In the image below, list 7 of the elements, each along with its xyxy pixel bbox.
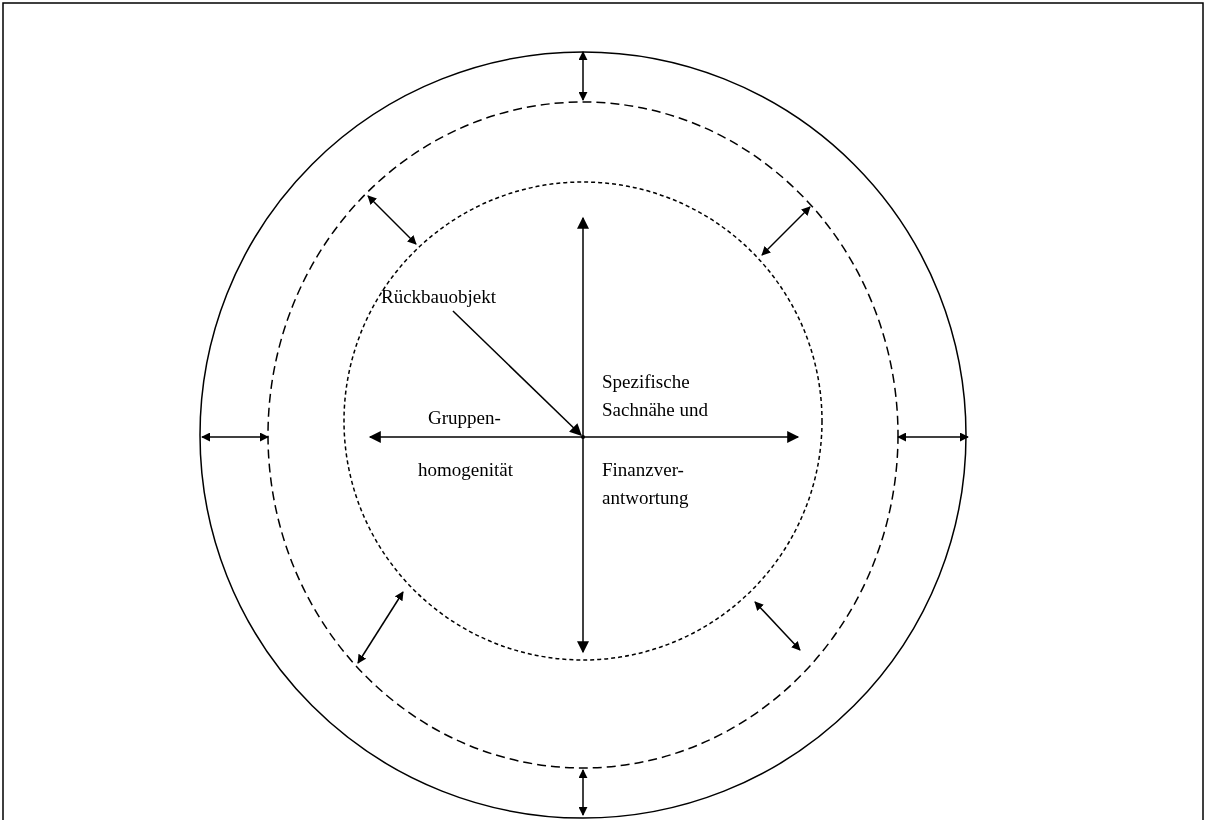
axis-crossing-point (581, 435, 585, 439)
axis-label: homogenität (418, 458, 514, 482)
leader-line (452, 310, 582, 436)
callout-label: Rückbauobjekt (381, 283, 497, 311)
axis-label: Finanzver- antwortung (602, 458, 690, 510)
axis-label: Gruppen- (428, 406, 502, 430)
axis-label: Spezifische Sachnähe und (602, 370, 710, 422)
